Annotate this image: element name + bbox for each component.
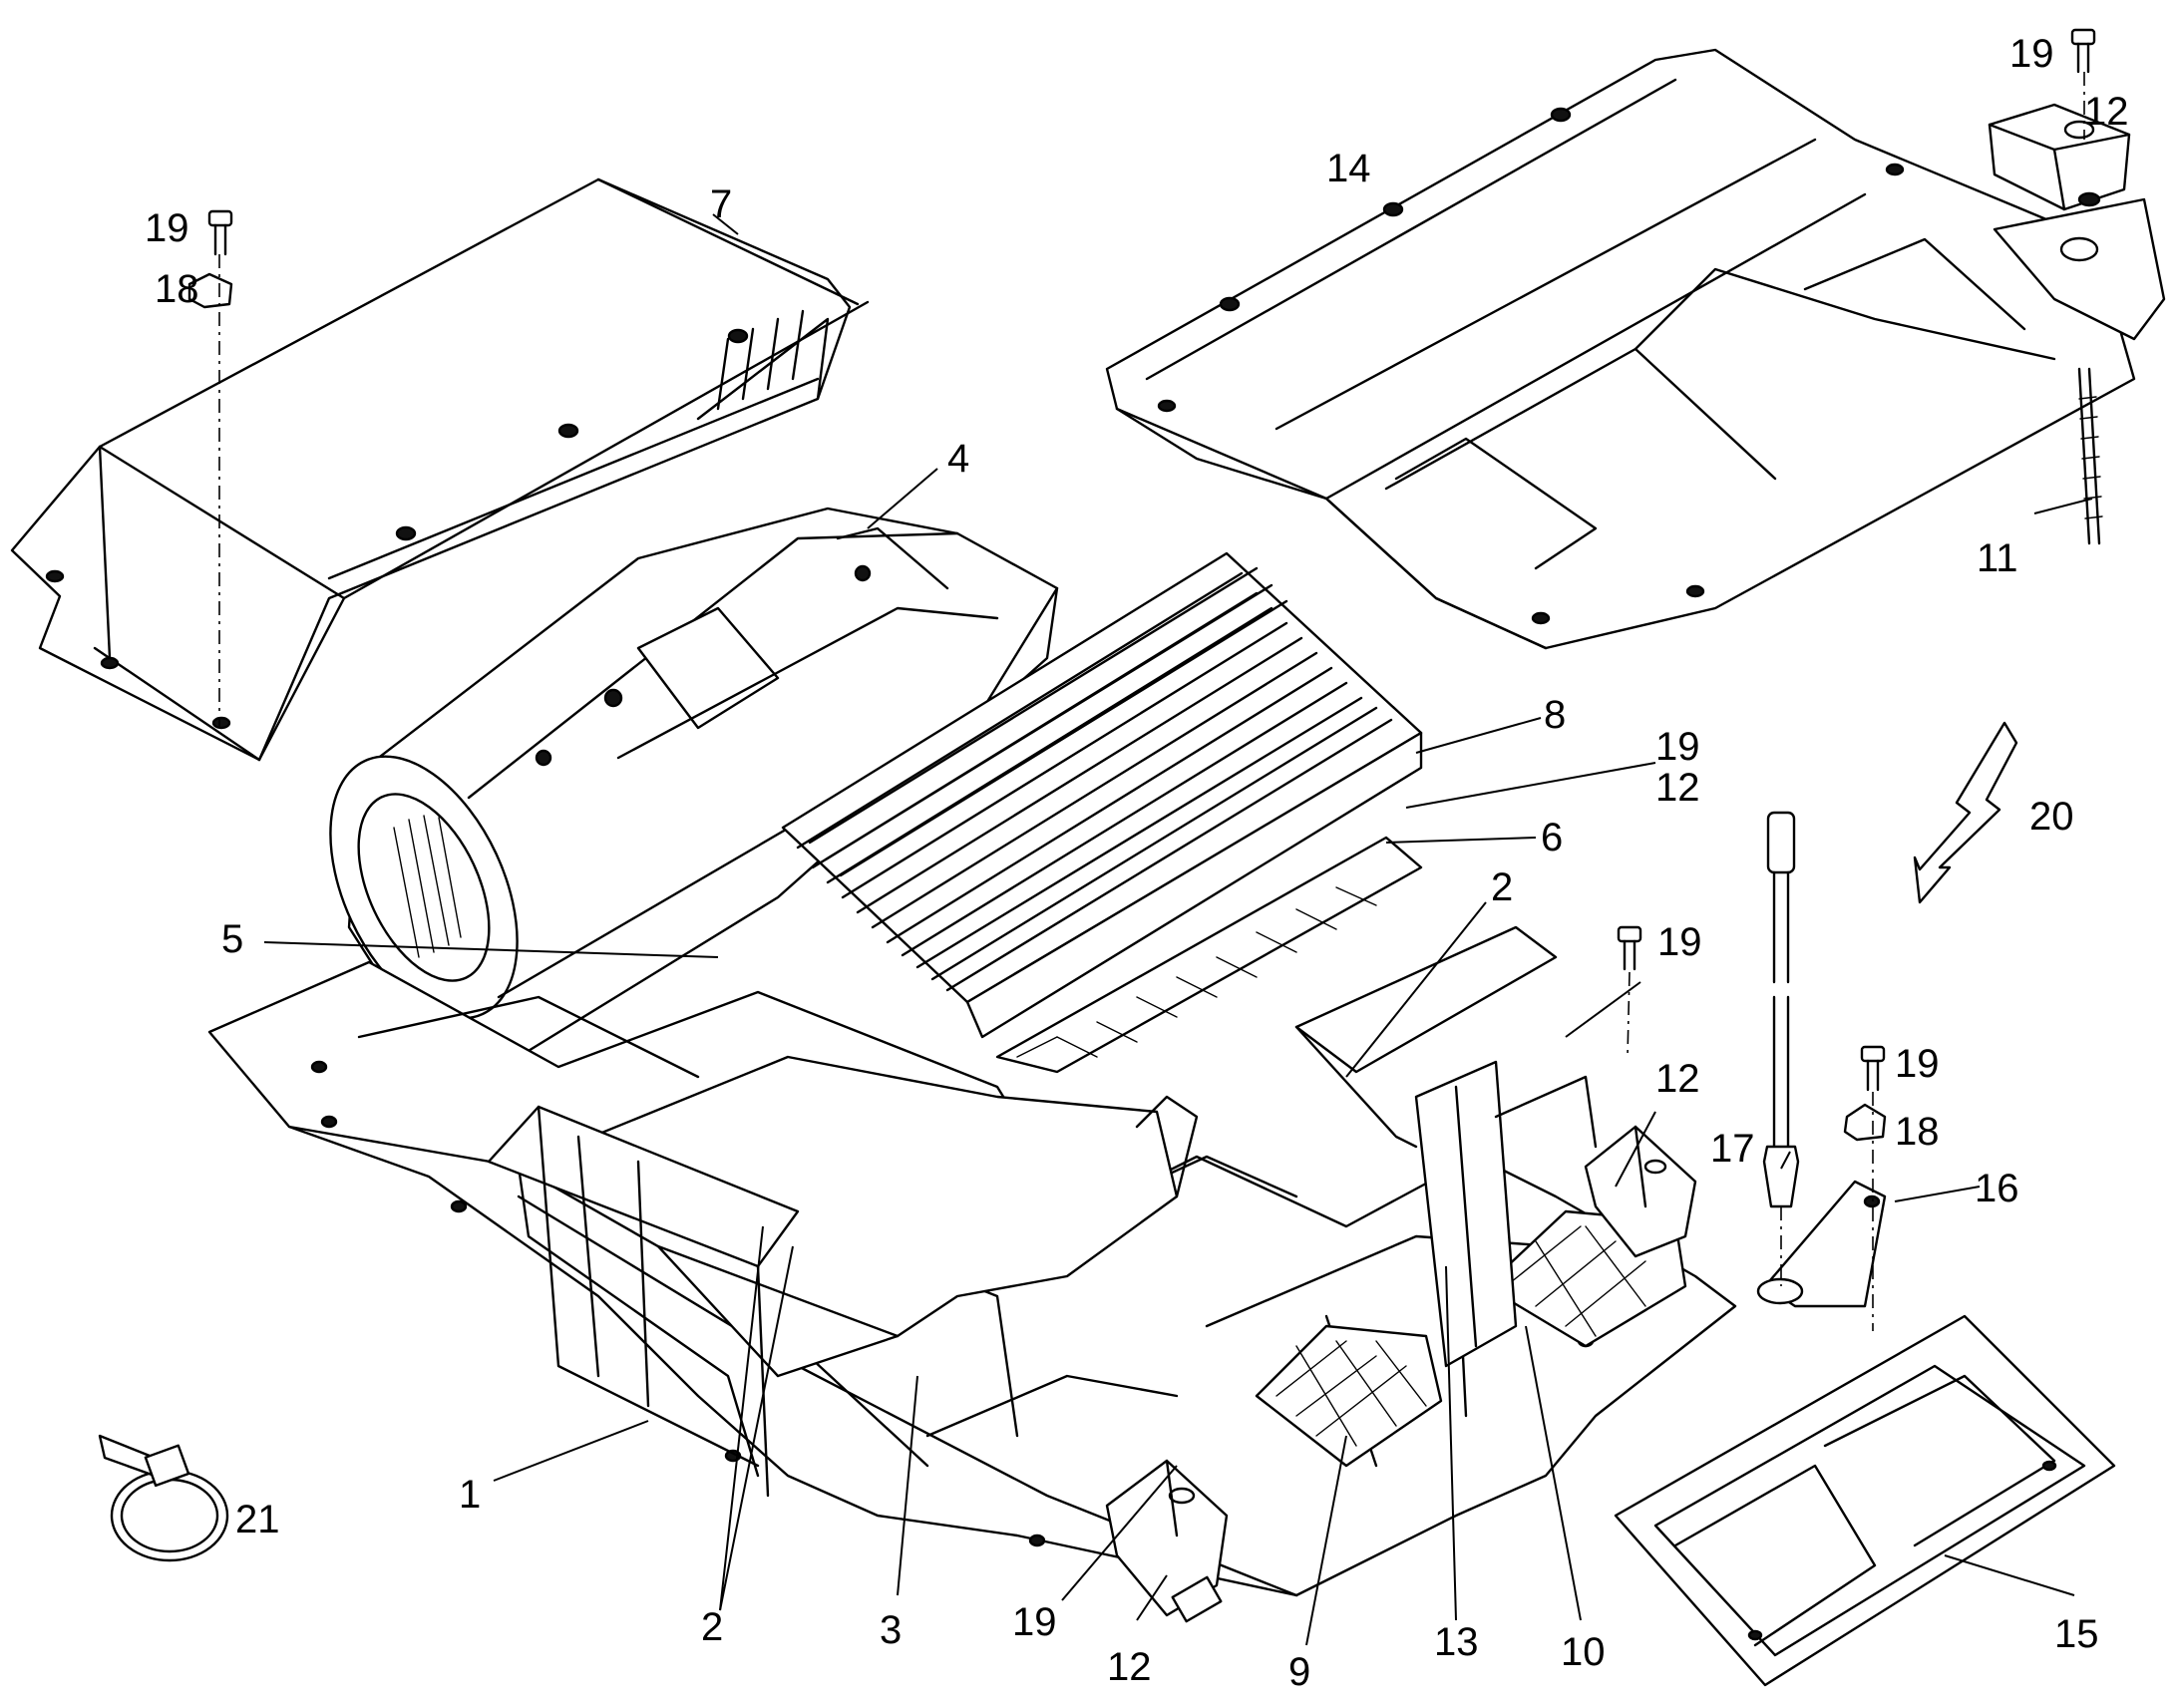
callout-2-upper: 2 — [1491, 865, 1513, 909]
part-19-screw-mid — [1617, 925, 1642, 971]
part-2-flap — [487, 925, 1558, 1498]
callout-12-bottom: 12 — [1107, 1645, 1152, 1689]
callout-2-lower: 2 — [701, 1605, 723, 1649]
part-11-rod — [2077, 367, 2103, 545]
callout-10: 10 — [1561, 1630, 1606, 1674]
callout-4: 4 — [947, 437, 969, 481]
callout-15: 15 — [2054, 1612, 2099, 1656]
part-16-bracket — [1756, 1180, 1887, 1308]
part-21-cable-tie — [98, 1434, 229, 1562]
part-6-filter — [995, 836, 1423, 1074]
part-8-heat-exchanger — [781, 551, 1423, 1039]
part-4-blower — [329, 507, 1059, 1059]
part-20-lightning-symbol — [1913, 721, 2018, 904]
callout-21: 21 — [235, 1498, 280, 1541]
part-13-panel — [1414, 1060, 1598, 1368]
callout-18-left: 18 — [155, 267, 199, 311]
part-19-screw-right — [1860, 1045, 1886, 1092]
part-7-cover — [10, 177, 870, 762]
part-17-sensor — [1762, 811, 1800, 1208]
callout-17: 17 — [1710, 1127, 1755, 1171]
part-15-panel — [1614, 1314, 2116, 1687]
callout-5: 5 — [221, 917, 243, 961]
callout-7: 7 — [710, 182, 732, 226]
part-19-screw-left — [207, 209, 233, 256]
callout-8: 8 — [1544, 693, 1566, 737]
callout-19-mid: 19 — [1655, 725, 1700, 769]
callout-19-left: 19 — [145, 206, 189, 250]
leader-lines — [263, 213, 2093, 1646]
part-12-actuator-top — [1988, 103, 2166, 341]
callout-19-right: 19 — [1895, 1042, 1940, 1086]
part-14-cover — [1105, 48, 2136, 650]
callout-labels: 7 19 18 4 5 14 19 12 11 8 19 12 6 20 2 1… — [145, 32, 2129, 1694]
callout-18-right: 18 — [1895, 1110, 1940, 1154]
callout-11: 11 — [1977, 536, 2018, 580]
callout-6: 6 — [1541, 816, 1563, 859]
part-12-actuator-low — [1105, 1459, 1229, 1623]
callout-9: 9 — [1288, 1650, 1310, 1694]
callout-14: 14 — [1326, 147, 1371, 190]
callout-13: 13 — [1434, 1620, 1479, 1664]
part-18-clip-left — [187, 272, 233, 309]
callout-20: 20 — [2029, 795, 2074, 839]
callout-19-top-right: 19 — [2009, 32, 2054, 76]
part-18-clip-right — [1843, 1103, 1887, 1142]
callout-16: 16 — [1975, 1167, 2019, 1210]
callout-3: 3 — [880, 1608, 902, 1652]
callout-19-bottom: 19 — [1012, 1600, 1057, 1644]
callout-12-mid: 12 — [1655, 766, 1700, 810]
callout-1: 1 — [459, 1473, 481, 1517]
callout-19-center: 19 — [1657, 920, 1702, 964]
callout-12-top-right: 12 — [2084, 90, 2129, 134]
callout-12-center: 12 — [1655, 1057, 1700, 1101]
part-19-screw-top-right — [2070, 28, 2096, 74]
assembly-lines — [218, 72, 2085, 1331]
part-12-actuator-mid — [1584, 1125, 1697, 1258]
part-3-duct — [517, 1055, 1199, 1378]
part-9-filter — [1255, 1324, 1443, 1468]
